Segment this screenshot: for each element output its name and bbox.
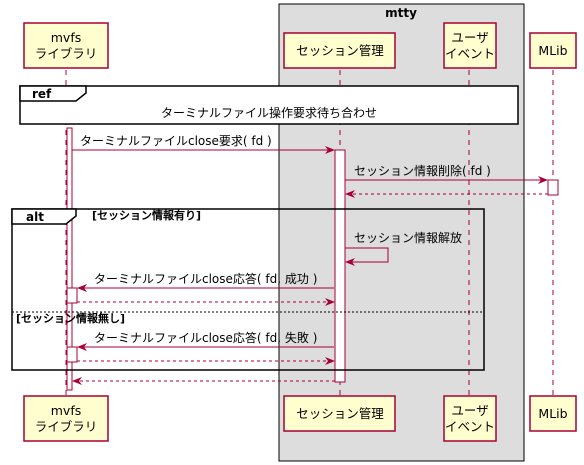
- svg-text:ライブラリ: ライブラリ: [35, 419, 98, 434]
- alt-guard-present: [セッション情報有り]: [92, 208, 201, 222]
- message-label: セッション情報削除( fd ): [354, 163, 491, 178]
- svg-text:mvfs: mvfs: [51, 30, 82, 45]
- message-close-request: ターミナルファイルclose要求( fd ): [72, 134, 335, 154]
- message-label: ターミナルファイルclose応答( fd, 失敗 ): [94, 330, 317, 345]
- message-session-info-release: セッション情報解放: [345, 230, 462, 266]
- activation-mvfs-failure: [66, 346, 78, 363]
- message-label: ターミナルファイルclose要求( fd ): [80, 134, 272, 148]
- ref-text: ターミナルファイル操作要求待ち合わせ: [161, 105, 377, 120]
- participant-mvfs-bottom: mvfs ライブラリ: [23, 395, 109, 442]
- svg-text:ユーザ: ユーザ: [451, 403, 488, 418]
- activation-session: [334, 149, 346, 383]
- participant-user-top: ユーザ イベント: [443, 22, 497, 69]
- ref-frame: ref ターミナルファイル操作要求待ち合わせ: [19, 85, 519, 125]
- svg-text:ユーザ: ユーザ: [451, 30, 488, 45]
- alt-frame: alt [セッション情報有り] [セッション情報無し]: [11, 208, 485, 371]
- message-close-response-failure: ターミナルファイルclose応答( fd, 失敗 ): [77, 330, 334, 351]
- participant-session-bottom: セッション管理: [283, 395, 396, 432]
- svg-text:ライブラリ: ライブラリ: [35, 46, 98, 61]
- participant-mlib-top: MLib: [529, 32, 577, 69]
- activation-mvfs-success: [66, 287, 78, 304]
- activations: [66, 127, 559, 391]
- participant-user-bottom: ユーザ イベント: [443, 395, 497, 442]
- message-label: ターミナルファイルclose応答( fd, 成功 ): [94, 271, 317, 286]
- message-session-info-delete: セッション情報削除( fd ): [345, 163, 548, 184]
- svg-text:MLib: MLib: [538, 43, 567, 58]
- participant-mlib-bottom: MLib: [529, 395, 577, 432]
- activation-mvfs-main: [66, 127, 73, 391]
- svg-text:セッション管理: セッション管理: [296, 43, 384, 58]
- message-label: セッション情報解放: [354, 230, 462, 245]
- svg-text:イベント: イベント: [445, 46, 495, 61]
- alt-tag: alt: [26, 210, 44, 224]
- svg-text:MLib: MLib: [538, 406, 567, 421]
- message-close-response-success: ターミナルファイルclose応答( fd, 成功 ): [77, 271, 334, 292]
- mtty-box-title: mtty: [385, 6, 417, 20]
- svg-text:セッション管理: セッション管理: [296, 406, 384, 421]
- participant-session-top: セッション管理: [283, 32, 396, 69]
- ref-tag: ref: [32, 87, 52, 101]
- alt-guard-absent: [セッション情報無し]: [16, 311, 125, 325]
- svg-text:mvfs: mvfs: [51, 403, 82, 418]
- participant-mvfs-top: mvfs ライブラリ: [23, 22, 109, 69]
- mtty-box: mtty: [278, 3, 525, 462]
- activation-mlib: [547, 179, 559, 196]
- svg-text:イベント: イベント: [445, 419, 495, 434]
